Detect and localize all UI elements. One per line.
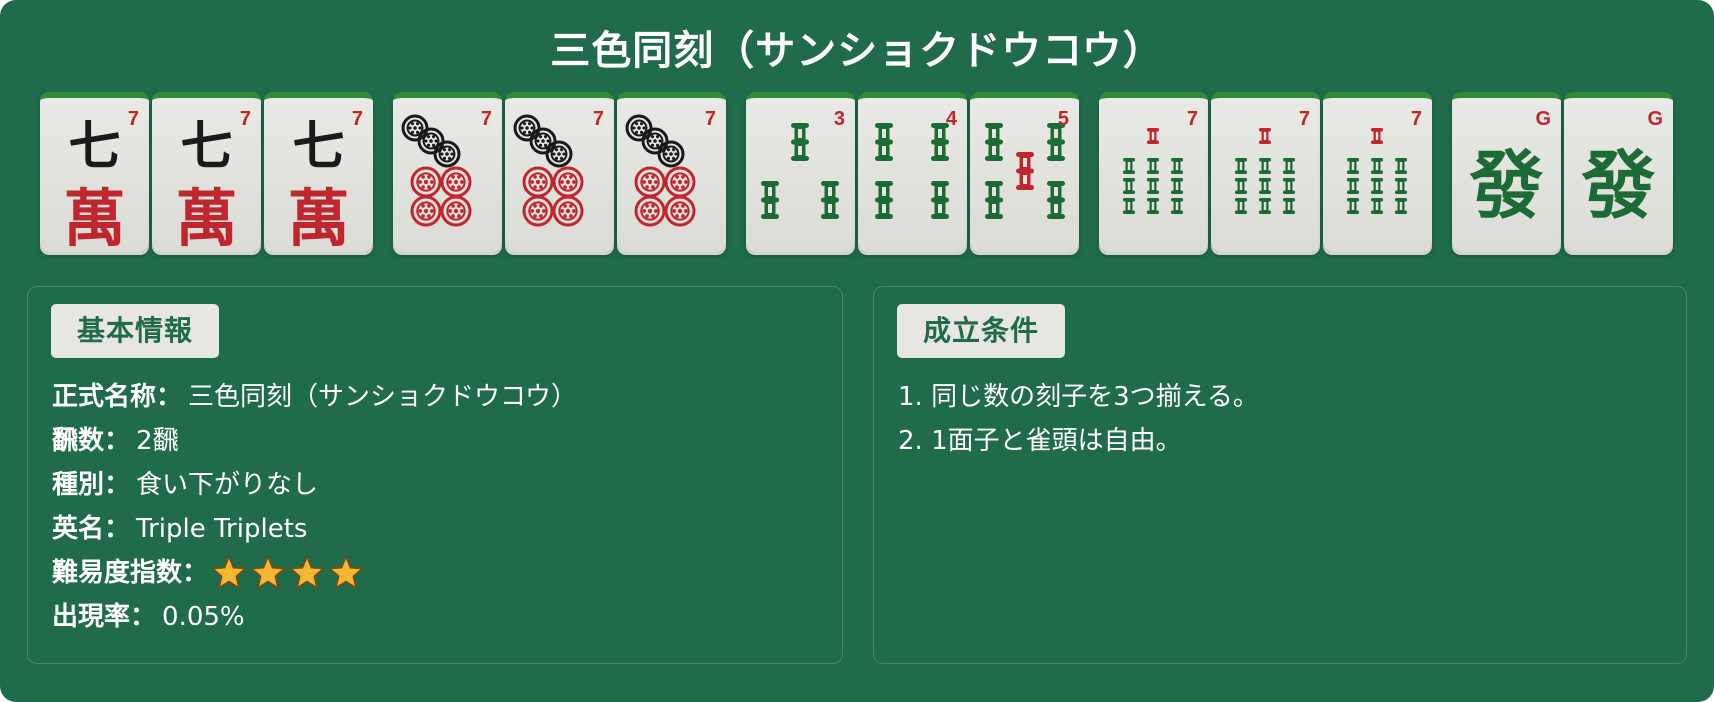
info-separator: ： bbox=[104, 514, 131, 544]
basic-info-panel: 基本情報 正式名称：三色同刻（サンショクドウコウ） 飜数：2飜 種別：食い下がり… bbox=[27, 286, 843, 664]
star-icon bbox=[290, 556, 325, 589]
mahjong-tile-sou-5: 5 bbox=[970, 92, 1079, 252]
info-value: 2飜 bbox=[136, 426, 179, 456]
tile-face bbox=[761, 123, 839, 219]
tile-glyph-bottom: 萬 bbox=[63, 182, 126, 255]
info-value: 0.05% bbox=[162, 602, 245, 632]
mahjong-tile-sou-7: 7 bbox=[1099, 92, 1208, 252]
mahjong-tile-pin-7: 7 bbox=[505, 92, 614, 252]
mahjong-tile-man-7: 七萬 7 bbox=[40, 92, 149, 255]
info-label: 英名 bbox=[52, 514, 105, 544]
info-separator: ： bbox=[156, 382, 183, 412]
info-label: 難易度指数 bbox=[52, 558, 183, 588]
basic-info-heading: 基本情報 bbox=[51, 304, 220, 358]
tile-corner-number: G bbox=[1535, 108, 1551, 130]
tile-corner-number: 7 bbox=[351, 108, 363, 130]
info-label: 種別 bbox=[52, 470, 105, 500]
mahjong-tile-pin-7: 7 bbox=[617, 92, 726, 252]
info-separator: ： bbox=[104, 426, 131, 456]
info-row-type: 種別：食い下がりなし bbox=[52, 463, 577, 507]
tile-face bbox=[1235, 128, 1295, 214]
info-separator: ： bbox=[182, 558, 209, 588]
info-label: 正式名称 bbox=[52, 382, 157, 412]
tile-corner-number: 7 bbox=[239, 108, 251, 130]
tile-face bbox=[985, 123, 1065, 219]
tile-corner-number: 4 bbox=[945, 108, 957, 130]
tile-corner-number: 7 bbox=[1186, 108, 1198, 130]
info-row-han: 飜数：2飜 bbox=[52, 419, 577, 463]
mahjong-tile-sou-7: 7 bbox=[1323, 92, 1432, 252]
conditions-heading: 成立条件 bbox=[897, 304, 1066, 358]
tile-corner-number: 5 bbox=[1057, 108, 1069, 130]
info-row-difficulty: 難易度指数： bbox=[52, 551, 577, 595]
tile-face bbox=[625, 114, 696, 227]
tile-glyph-hatsu: 發 bbox=[1581, 143, 1656, 229]
tile-corner-number: 7 bbox=[704, 108, 716, 130]
tile-glyph-hatsu: 發 bbox=[1469, 143, 1544, 229]
info-row-english-name: 英名：Triple Triplets bbox=[52, 507, 577, 551]
mahjong-tile-sou-4: 4 bbox=[858, 92, 967, 252]
info-label: 出現率 bbox=[52, 602, 131, 632]
star-icon bbox=[212, 556, 247, 589]
tile-corner-number: 7 bbox=[1298, 108, 1310, 130]
tile-glyph-top: 七 bbox=[292, 116, 345, 177]
info-separator: ： bbox=[104, 470, 131, 500]
condition-item: 2. 1面子と雀頭は自由。 bbox=[898, 426, 1182, 456]
mahjong-tile-sou-3: 3 bbox=[746, 92, 855, 252]
tile-glyph-top: 七 bbox=[180, 116, 233, 177]
mahjong-tile-sou-7: 7 bbox=[1211, 92, 1320, 252]
tile-glyph-bottom: 萬 bbox=[175, 182, 238, 255]
star-icon bbox=[251, 556, 286, 589]
condition-item: 1. 同じ数の刻子を3つ揃える。 bbox=[898, 382, 1259, 412]
star-icon bbox=[329, 556, 364, 589]
tile-glyph-top: 七 bbox=[68, 116, 121, 177]
info-row-frequency: 出現率：0.05% bbox=[52, 595, 577, 639]
tile-corner-number: 7 bbox=[1410, 108, 1422, 130]
info-separator: ： bbox=[130, 602, 157, 632]
tile-corner-number: 7 bbox=[592, 108, 604, 130]
mahjong-tile-pin-7: 7 bbox=[393, 92, 502, 252]
conditions-panel: 成立条件 1. 同じ数の刻子を3つ揃える。 2. 1面子と雀頭は自由。 bbox=[873, 286, 1687, 664]
tile-corner-number: 3 bbox=[833, 108, 845, 130]
conditions-list: 1. 同じ数の刻子を3つ揃える。 2. 1面子と雀頭は自由。 bbox=[898, 375, 1259, 463]
info-value: 三色同刻（サンショクドウコウ） bbox=[188, 382, 577, 412]
tile-corner-number: 7 bbox=[480, 108, 492, 130]
tile-face bbox=[1123, 128, 1183, 214]
tile-face bbox=[513, 114, 584, 227]
info-row-official-name: 正式名称：三色同刻（サンショクドウコウ） bbox=[52, 375, 577, 419]
mahjong-tile-man-7: 七萬 7 bbox=[152, 92, 261, 255]
info-value: 食い下がりなし bbox=[136, 470, 319, 500]
tile-glyph-bottom: 萬 bbox=[287, 182, 350, 255]
info-label: 飜数 bbox=[52, 426, 105, 456]
tile-corner-number: 7 bbox=[127, 108, 139, 130]
tile-face bbox=[401, 114, 472, 227]
tile-corner-number: G bbox=[1647, 108, 1663, 130]
mahjong-tile-man-7: 七萬 7 bbox=[264, 92, 373, 255]
info-value: Triple Triplets bbox=[136, 514, 308, 544]
page-title: 三色同刻（サンショクドウコウ） bbox=[550, 28, 1164, 74]
basic-info-list: 正式名称：三色同刻（サンショクドウコウ） 飜数：2飜 種別：食い下がりなし 英名… bbox=[52, 375, 577, 639]
difficulty-stars bbox=[210, 554, 366, 592]
tile-face bbox=[1347, 128, 1407, 214]
tile-face bbox=[875, 123, 949, 219]
